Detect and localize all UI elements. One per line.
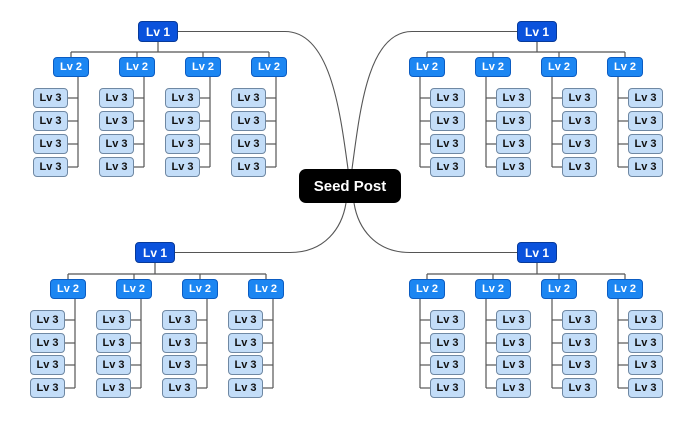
- lv3-node[interactable]: Lv 3: [628, 88, 663, 108]
- lv3-node[interactable]: Lv 3: [165, 88, 200, 108]
- lv2-node[interactable]: Lv 2: [119, 57, 155, 77]
- lv3-node[interactable]: Lv 3: [231, 157, 266, 177]
- lv2-node[interactable]: Lv 2: [251, 57, 287, 77]
- lv3-node[interactable]: Lv 3: [99, 157, 134, 177]
- lv3-node[interactable]: Lv 3: [496, 157, 531, 177]
- lv1-node[interactable]: Lv 1: [517, 242, 557, 263]
- lv2-node[interactable]: Lv 2: [607, 279, 643, 299]
- lv3-node[interactable]: Lv 3: [165, 157, 200, 177]
- connector-seed-top-right: [351, 30, 517, 170]
- lv3-node[interactable]: Lv 3: [562, 134, 597, 154]
- lv2-node[interactable]: Lv 2: [409, 279, 445, 299]
- lv3-node[interactable]: Lv 3: [228, 378, 263, 398]
- lv3-node[interactable]: Lv 3: [231, 88, 266, 108]
- lv3-node[interactable]: Lv 3: [162, 378, 197, 398]
- lv3-node[interactable]: Lv 3: [162, 333, 197, 353]
- lv3-node[interactable]: Lv 3: [30, 378, 65, 398]
- lv2-node[interactable]: Lv 2: [185, 57, 221, 77]
- lv3-node[interactable]: Lv 3: [562, 355, 597, 375]
- lv3-node[interactable]: Lv 3: [562, 111, 597, 131]
- lv2-node[interactable]: Lv 2: [50, 279, 86, 299]
- lv3-node[interactable]: Lv 3: [430, 88, 465, 108]
- lv3-node[interactable]: Lv 3: [162, 310, 197, 330]
- lv3-node[interactable]: Lv 3: [33, 111, 68, 131]
- lv3-node[interactable]: Lv 3: [96, 355, 131, 375]
- connector-seed-bottom-right: [353, 202, 517, 254]
- lv2-node[interactable]: Lv 2: [475, 57, 511, 77]
- lv3-node[interactable]: Lv 3: [430, 111, 465, 131]
- lv2-node[interactable]: Lv 2: [53, 57, 89, 77]
- lv3-node[interactable]: Lv 3: [628, 111, 663, 131]
- lv2-node[interactable]: Lv 2: [116, 279, 152, 299]
- lv3-node[interactable]: Lv 3: [30, 310, 65, 330]
- lv3-node[interactable]: Lv 3: [96, 333, 131, 353]
- connector-seed-bottom-left: [175, 202, 347, 254]
- lv3-node[interactable]: Lv 3: [496, 355, 531, 375]
- lv3-node[interactable]: Lv 3: [562, 310, 597, 330]
- lv3-node[interactable]: Lv 3: [231, 111, 266, 131]
- lv3-node[interactable]: Lv 3: [30, 333, 65, 353]
- lv2-node[interactable]: Lv 2: [541, 57, 577, 77]
- lv3-node[interactable]: Lv 3: [628, 310, 663, 330]
- lv3-node[interactable]: Lv 3: [96, 310, 131, 330]
- lv3-node[interactable]: Lv 3: [162, 355, 197, 375]
- lv1-node[interactable]: Lv 1: [138, 21, 178, 42]
- lv3-node[interactable]: Lv 3: [430, 378, 465, 398]
- lv2-node[interactable]: Lv 2: [182, 279, 218, 299]
- lv3-node[interactable]: Lv 3: [30, 355, 65, 375]
- lv2-node[interactable]: Lv 2: [409, 57, 445, 77]
- lv3-node[interactable]: Lv 3: [231, 134, 266, 154]
- lv3-node[interactable]: Lv 3: [496, 88, 531, 108]
- lv3-node[interactable]: Lv 3: [496, 378, 531, 398]
- lv3-node[interactable]: Lv 3: [562, 333, 597, 353]
- lv2-node[interactable]: Lv 2: [475, 279, 511, 299]
- lv3-node[interactable]: Lv 3: [96, 378, 131, 398]
- lv3-node[interactable]: Lv 3: [228, 355, 263, 375]
- lv3-node[interactable]: Lv 3: [562, 157, 597, 177]
- lv3-node[interactable]: Lv 3: [496, 310, 531, 330]
- lv1-node[interactable]: Lv 1: [135, 242, 175, 263]
- lv3-node[interactable]: Lv 3: [430, 333, 465, 353]
- lv2-node[interactable]: Lv 2: [248, 279, 284, 299]
- lv3-node[interactable]: Lv 3: [496, 111, 531, 131]
- lv3-node[interactable]: Lv 3: [562, 88, 597, 108]
- lv3-node[interactable]: Lv 3: [99, 134, 134, 154]
- lv3-node[interactable]: Lv 3: [628, 378, 663, 398]
- lv3-node[interactable]: Lv 3: [33, 88, 68, 108]
- seed-post-node[interactable]: Seed Post: [299, 169, 401, 203]
- lv3-node[interactable]: Lv 3: [628, 333, 663, 353]
- lv3-node[interactable]: Lv 3: [228, 333, 263, 353]
- connector-seed-top-left: [178, 30, 349, 170]
- lv3-node[interactable]: Lv 3: [33, 134, 68, 154]
- lv3-node[interactable]: Lv 3: [228, 310, 263, 330]
- lv3-node[interactable]: Lv 3: [99, 88, 134, 108]
- lv3-node[interactable]: Lv 3: [33, 157, 68, 177]
- lv3-node[interactable]: Lv 3: [165, 134, 200, 154]
- lv2-node[interactable]: Lv 2: [541, 279, 577, 299]
- lv3-node[interactable]: Lv 3: [496, 333, 531, 353]
- lv3-node[interactable]: Lv 3: [99, 111, 134, 131]
- lv3-node[interactable]: Lv 3: [628, 157, 663, 177]
- lv3-node[interactable]: Lv 3: [628, 134, 663, 154]
- lv3-node[interactable]: Lv 3: [165, 111, 200, 131]
- lv3-node[interactable]: Lv 3: [496, 134, 531, 154]
- lv2-node[interactable]: Lv 2: [607, 57, 643, 77]
- lv1-node[interactable]: Lv 1: [517, 21, 557, 42]
- lv3-node[interactable]: Lv 3: [430, 355, 465, 375]
- lv3-node[interactable]: Lv 3: [430, 310, 465, 330]
- lv3-node[interactable]: Lv 3: [628, 355, 663, 375]
- lv3-node[interactable]: Lv 3: [430, 157, 465, 177]
- lv3-node[interactable]: Lv 3: [430, 134, 465, 154]
- lv3-node[interactable]: Lv 3: [562, 378, 597, 398]
